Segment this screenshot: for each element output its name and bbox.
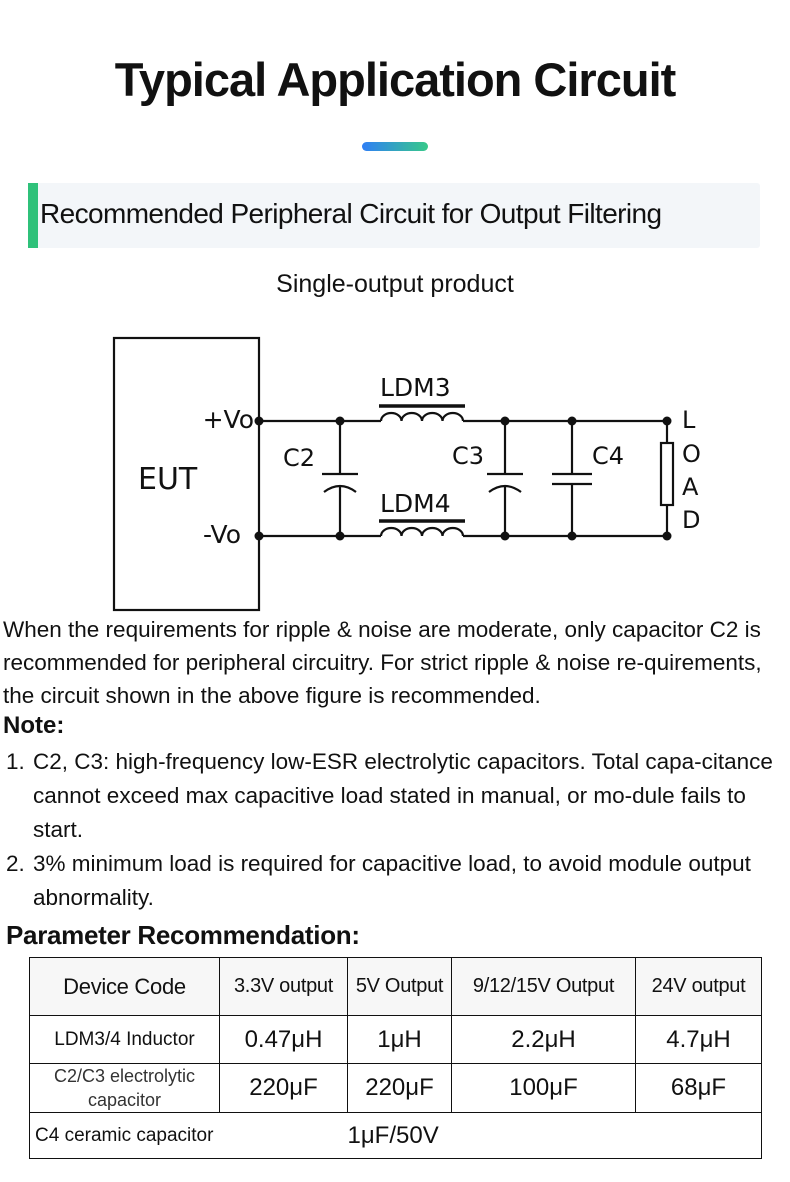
section-accent-bar xyxy=(28,183,38,248)
ldm4-label: LDM4 xyxy=(380,489,451,518)
table-cell: C4 ceramic capacitor xyxy=(29,1112,348,1159)
list-item: 1. C2, C3: high-frequency low-ESR electro… xyxy=(6,745,784,847)
table-cell: 2.2μH xyxy=(451,1015,636,1064)
table-row: C2/C3 electrolytic capacitor 220μF 220μF… xyxy=(29,1063,762,1113)
circuit-subtitle: Single-output product xyxy=(276,270,514,298)
c4-label: C4 xyxy=(592,442,624,470)
ldm4-inductor xyxy=(379,526,465,537)
table-cell: 220μF xyxy=(347,1063,452,1113)
table-cell: 24V output xyxy=(635,957,762,1016)
page-title: Typical Application Circuit xyxy=(114,53,677,106)
table-cell: 9/12/15V Output xyxy=(451,957,636,1016)
ldm3-label: LDM3 xyxy=(380,373,451,402)
c3-label: C3 xyxy=(452,442,484,470)
minus-vo-label: -Vo xyxy=(203,520,241,549)
table-cell: 220μF xyxy=(219,1063,348,1113)
plus-vo-label: +Vo xyxy=(203,405,254,434)
table-cell: 0.47μH xyxy=(219,1015,348,1064)
table-cell: 5V Output xyxy=(347,957,452,1016)
list-text: 3% minimum load is required for capaciti… xyxy=(33,851,751,910)
eut-box xyxy=(112,336,261,612)
load-letter: A xyxy=(682,473,699,501)
parameter-table: Device Code 3.3V output 5V Output 9/12/1… xyxy=(29,957,762,1159)
table-cell: 1μH xyxy=(347,1015,452,1064)
ldm3-inductor xyxy=(379,411,465,422)
table-header-row: Device Code 3.3V output 5V Output 9/12/1… xyxy=(29,957,762,1016)
section-title: Recommended Peripheral Circuit for Outpu… xyxy=(40,198,662,229)
list-number: 2. xyxy=(6,851,25,876)
description-text: When the requirements for ripple & noise… xyxy=(3,617,762,708)
title-underline xyxy=(362,142,428,151)
note-heading: Note: xyxy=(3,712,65,739)
load-letter: D xyxy=(682,506,700,534)
table-cell: 1μF/50V xyxy=(347,1112,762,1159)
parameter-heading: Parameter Recommendation: xyxy=(6,920,360,950)
table-cell: 68μF xyxy=(635,1063,762,1113)
section-header: Recommended Peripheral Circuit for Outpu… xyxy=(28,183,760,248)
table-row: LDM3/4 Inductor 0.47μH 1μH 2.2μH 4.7μH xyxy=(29,1015,762,1064)
table-cell: C2/C3 electrolytic capacitor xyxy=(29,1063,220,1113)
load-letter: L xyxy=(682,406,696,434)
table-cell: Device Code xyxy=(29,957,220,1016)
table-cell: 3.3V output xyxy=(219,957,348,1016)
table-cell: LDM3/4 Inductor xyxy=(29,1015,220,1064)
load-letter: O xyxy=(682,440,701,468)
list-text: C2, C3: high-frequency low-ESR electroly… xyxy=(33,749,773,842)
c2-label: C2 xyxy=(283,444,315,472)
table-row: C4 ceramic capacitor 1μF/50V xyxy=(29,1112,762,1159)
note-list: 1. C2, C3: high-frequency low-ESR electro… xyxy=(6,745,784,915)
list-item: 2. 3% minimum load is required for capaci… xyxy=(6,847,784,915)
table-cell: 4.7μH xyxy=(635,1015,762,1064)
circuit-diagram: EUT +Vo -Vo C2 C3 C4 LDM3 LDM4 L O A D xyxy=(112,336,701,612)
table-cell: 100μF xyxy=(451,1063,636,1113)
eut-label: EUT xyxy=(138,462,198,497)
list-number: 1. xyxy=(6,749,25,774)
